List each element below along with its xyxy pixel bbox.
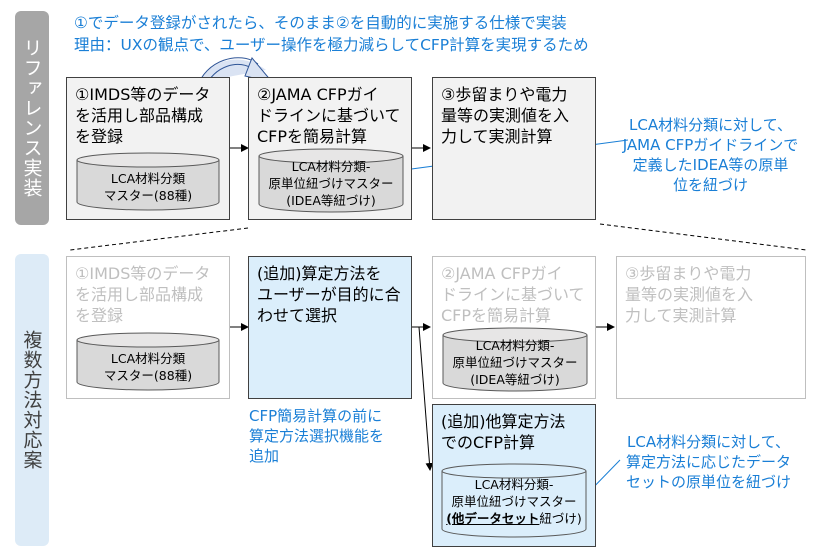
- r2-other-note: LCA材料分類に対して、算定方法に応じたデータセットの原単位を紐づけ: [625, 433, 791, 491]
- r2-db2-cylinder: LCA材料分類-原単位紐づけマスター(IDEA等紐づけ): [442, 327, 588, 393]
- r1-step1-text: ①IMDS等のデータを活用し部品構成を登録: [75, 85, 211, 146]
- r2-other-text: (追加)他算定方法でのCFP計算: [441, 412, 566, 452]
- top-note: ①でデータ登録がされたら、そのまま②を自動的に実施する仕様で実装 理由：UXの観…: [74, 12, 589, 56]
- r2-step3-box: ③歩留まりや電力量等の実測値を入力して実測計算: [616, 256, 806, 399]
- r1-step3-text: ③歩留まりや電力量等の実測値を入力して実測計算: [441, 85, 570, 146]
- r2-select-text: (追加)算定方法をユーザーが目的に合わせて選択: [257, 264, 401, 325]
- r2-db3-cylinder: LCA材料分類- 原単位紐づけマスター (他データセット紐づけ): [441, 463, 587, 539]
- db3-bold-label: (他データセット: [446, 511, 540, 526]
- sidebar-reference: リファレンス実装: [15, 11, 49, 225]
- arrow-r2-branch: [418, 326, 434, 471]
- r1-note: LCA材料分類に対して、JAMA CFPガイドラインで定義したIDEA等の原単位…: [622, 116, 799, 194]
- r2-select-method-box: (追加)算定方法をユーザーが目的に合わせて選択: [248, 256, 412, 399]
- sidebar-reference-label: リファレンス実装: [20, 38, 43, 198]
- sidebar-multi-method: 複数方法対応案: [15, 254, 49, 546]
- r2-step1-text: ①IMDS等のデータを活用し部品構成を登録: [75, 264, 211, 325]
- top-note-line2: 理由：UXの観点で、ユーザー操作を極力減らしてCFP計算を実現するため: [74, 36, 589, 54]
- r1-db1-cylinder: LCA材料分類マスター(88種): [76, 152, 220, 212]
- sidebar-multi-label: 複数方法対応案: [20, 330, 43, 470]
- r2-select-note: CFP簡易計算の前に算定方法選択機能を追加: [249, 407, 385, 465]
- r2-step3-text: ③歩留まりや電力量等の実測値を入力して実測計算: [625, 264, 754, 325]
- r1-step3-box: ③歩留まりや電力量等の実測値を入力して実測計算: [432, 77, 596, 220]
- r1-db2-cylinder: LCA材料分類-原単位紐づけマスター(IDEA等紐づけ): [258, 148, 404, 214]
- top-note-line1: ①でデータ登録がされたら、そのまま②を自動的に実施する仕様で実装: [74, 14, 567, 32]
- r2-db1-cylinder: LCA材料分類マスター(88種): [76, 332, 220, 392]
